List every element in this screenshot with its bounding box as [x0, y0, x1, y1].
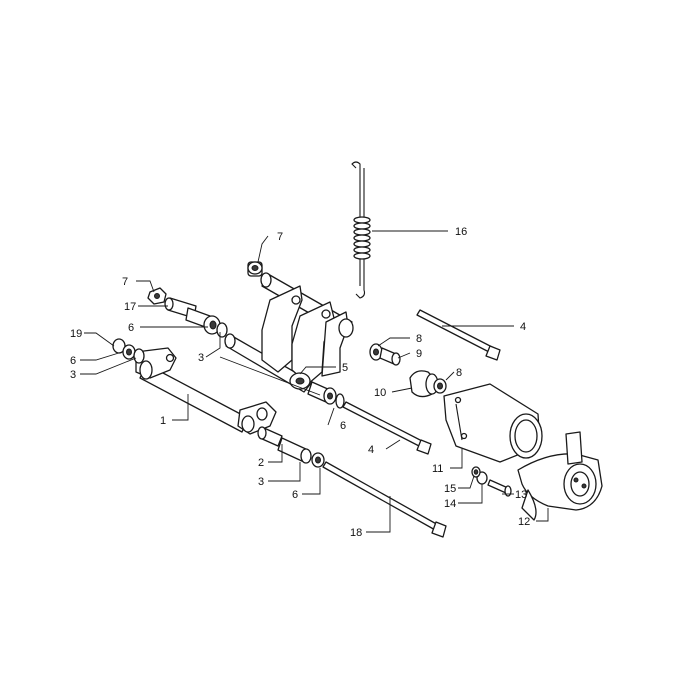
rubber-block-10 [409, 370, 447, 398]
callout-19: 19 [70, 328, 82, 340]
callout-3-lower: 3 [258, 476, 264, 488]
callout-14: 14 [444, 498, 456, 510]
callout-1: 1 [160, 415, 166, 427]
callout-9: 9 [416, 348, 422, 360]
callout-6-upper-left: 6 [128, 322, 134, 334]
callout-17: 17 [124, 301, 136, 313]
callout-16: 16 [455, 226, 467, 238]
pivot-tube [135, 347, 277, 435]
callout-labels: 7 16 7 17 6 19 6 3 3 1 5 8 9 4 10 8 6 4 … [70, 226, 530, 539]
callout-7-top: 7 [277, 231, 283, 243]
bracket-12 [517, 431, 603, 521]
bolt-4-upper [416, 309, 501, 361]
leader-lines [80, 230, 549, 533]
callout-2: 2 [258, 457, 264, 469]
nut-7-left [147, 287, 167, 305]
callout-6-lower: 6 [292, 489, 298, 501]
callout-12: 12 [518, 516, 530, 528]
bushing-set-middle [307, 381, 345, 409]
coil-spring [353, 216, 371, 260]
washer-stack-left [112, 338, 145, 364]
bushing-7-top [247, 261, 263, 277]
spring-hook-part [351, 161, 371, 299]
nut-15 [471, 466, 481, 478]
callout-7-left: 7 [122, 276, 128, 288]
callout-11: 11 [432, 463, 443, 475]
washer-6-lower [311, 452, 325, 468]
callout-15: 15 [444, 483, 456, 495]
bushing-8-9 [369, 343, 401, 366]
bushing-17 [164, 297, 211, 329]
callout-5: 5 [342, 362, 348, 374]
callout-8-upper: 8 [416, 333, 422, 345]
callout-3-middle: 3 [198, 352, 204, 364]
screw-13 [487, 479, 512, 497]
bolt-4-lower [342, 401, 432, 455]
bolt-18 [322, 461, 447, 538]
callout-10: 10 [374, 387, 386, 399]
callout-4-lower: 4 [368, 444, 374, 456]
callout-6-middle: 6 [340, 420, 346, 432]
callout-13: 13 [515, 489, 527, 501]
callout-6-far-left: 6 [70, 355, 76, 367]
bushing-3-lower [277, 437, 312, 464]
bushing-6-left [203, 315, 228, 338]
bushing-2 [257, 426, 283, 447]
callout-8-lower: 8 [456, 367, 462, 379]
callout-18: 18 [350, 527, 362, 539]
cover-11 [443, 383, 543, 463]
swing-arm-bracket [224, 272, 354, 393]
callout-4-upper: 4 [520, 321, 526, 333]
callout-3-far-left: 3 [70, 369, 76, 381]
